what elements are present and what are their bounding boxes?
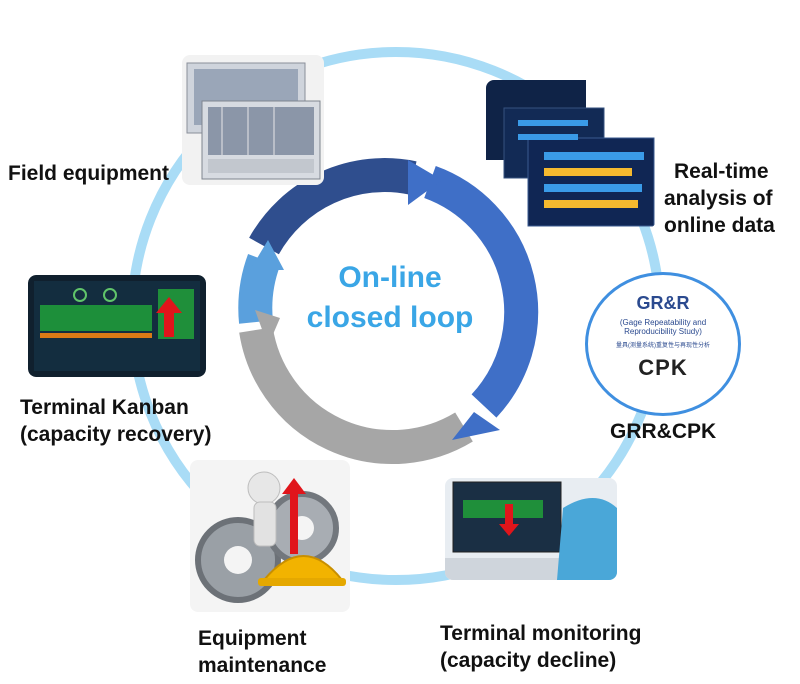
terminal-kanban-line2: (capacity recovery) xyxy=(20,423,212,446)
equipment-maintenance-image xyxy=(190,460,350,612)
terminal-monitoring-label: Terminal monitoring (capacity decline) xyxy=(440,620,641,674)
realtime-analysis-line3: online data xyxy=(664,214,775,237)
realtime-analysis-line1: Real-time xyxy=(674,160,769,183)
terminal-kanban-line1: Terminal Kanban xyxy=(20,396,189,419)
badge-title: GR&R xyxy=(636,293,690,313)
equipment-maintenance-label: Equipment maintenance xyxy=(198,625,326,679)
realtime-analysis-line2: analysis of xyxy=(664,187,773,210)
center-title-line2: closed loop xyxy=(306,301,474,334)
terminal-kanban-label: Terminal Kanban (capacity recovery) xyxy=(20,394,211,448)
center-title-line1: On-line xyxy=(338,261,442,294)
realtime-analysis-image xyxy=(486,80,656,228)
realtime-analysis-label: Real-time analysis of online data xyxy=(664,158,775,239)
badge-chinese: 量具(测量系统)重复性与再现性分析 xyxy=(616,343,710,349)
grr-cpk-label: GRR&CPK xyxy=(610,420,717,443)
field-equipment-image xyxy=(182,55,324,185)
center-title: On-line closed loop xyxy=(290,258,490,338)
field-equipment-label: Field equipment xyxy=(8,162,170,185)
badge-subtitle-1: (Gage Repeatability and xyxy=(619,318,707,327)
badge-cpk: CPK xyxy=(638,355,688,380)
badge-subtitle-2: Reproducibility Study) xyxy=(624,327,702,336)
terminal-kanban-image xyxy=(28,275,206,377)
equipment-maintenance-line2: maintenance xyxy=(198,654,327,677)
terminal-monitoring-image xyxy=(445,478,617,580)
terminal-monitoring-line2: (capacity decline) xyxy=(440,649,617,672)
terminal-monitoring-line1: Terminal monitoring xyxy=(440,622,642,645)
equipment-maintenance-line1: Equipment xyxy=(198,627,307,650)
grr-cpk-badge: GR&R (Gage Repeatability and Reproducibi… xyxy=(585,272,741,416)
